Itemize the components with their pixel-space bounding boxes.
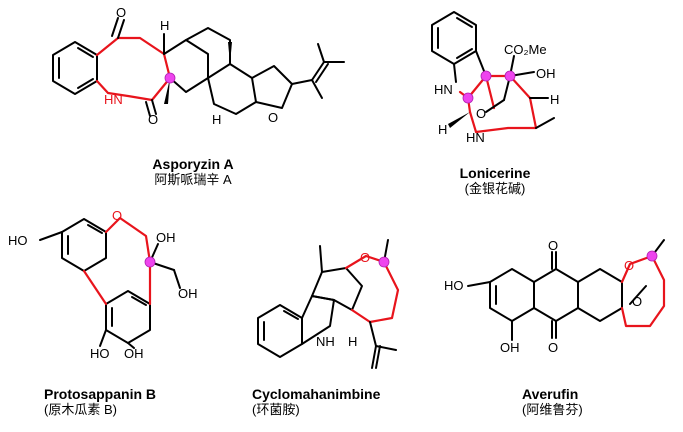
compound-chinese-name: (环菌胺) [252, 402, 300, 417]
lonicerine-hn-label: HN [434, 82, 453, 97]
compound-name: Averufin [522, 386, 579, 402]
compound-name: Protosappanin B [44, 386, 157, 402]
protosappanin-oh3-label: OH [124, 346, 144, 361]
cyclomahanimbine-structure: NH O H [257, 239, 400, 369]
lonicerine-stereocenter-1 [480, 70, 492, 82]
asporyzin-a-structure: O O HN O H H [52, 5, 345, 127]
furan-oxygen-label: O [268, 110, 278, 125]
averufin-quinone-o2-label: O [548, 340, 558, 355]
compound-chinese-name: (阿维鲁芬) [522, 402, 583, 417]
cyclomahanimbine-caption: Cyclomahanimbine (环菌胺) [252, 386, 412, 418]
protosappanin-oh2-label: OH [178, 286, 198, 301]
averufin-o-label: O [624, 258, 634, 273]
averufin-bridge-o-label: O [632, 294, 642, 309]
averufin-stereocenter-marker [646, 250, 658, 262]
averufin-ho-label: HO [444, 278, 464, 293]
asporyzin-h-label: H [160, 18, 169, 33]
averufin-oh-label: OH [500, 340, 520, 355]
lonicerine-h2-label: H [438, 122, 447, 137]
ketone-oxygen-label: O [116, 5, 126, 20]
lonicerine-o-label: O [476, 106, 486, 121]
protosappanin-ho2-label: HO [90, 346, 110, 361]
cyclomahanimbine-stereocenter-marker [378, 256, 390, 268]
cyclomahanimbine-nh-label: NH [316, 334, 335, 349]
averufin-caption: Averufin (阿维鲁芬) [522, 386, 642, 418]
compound-name: Cyclomahanimbine [252, 386, 381, 402]
lonicerine-structure: HN O HN CO₂Me OH H H [431, 11, 559, 145]
compound-name: Lonicerine [459, 165, 531, 181]
lonicerine-caption: Lonicerine (金银花碱) [430, 165, 560, 197]
compound-name: Asporyzin A [152, 156, 234, 172]
protosappanin-stereocenter-marker [144, 256, 156, 268]
protosappanin-b-structure: HO O OH OH HO OH [8, 208, 198, 361]
asporyzin-h-lower-label: H [212, 112, 221, 127]
protosappanin-ether-o-label: O [112, 208, 122, 223]
asporyzin-a-caption: Asporyzin A 阿斯哌瑞辛 A [118, 156, 268, 188]
compound-chinese-name: (金银花碱) [464, 181, 526, 196]
lonicerine-ester-label: CO₂Me [504, 42, 547, 57]
lonicerine-stereocenter-3 [504, 70, 516, 82]
cyclomahanimbine-h-label: H [348, 334, 357, 349]
asporyzin-stereocenter-marker [164, 72, 176, 84]
compound-chinese-name: 阿斯哌瑞辛 A [154, 172, 232, 187]
protosappanin-oh1-label: OH [156, 230, 176, 245]
lonicerine-h-label: H [550, 92, 559, 107]
lonicerine-oh-label: OH [536, 66, 556, 81]
averufin-structure: HO OH O O O O [444, 238, 666, 355]
averufin-quinone-o1-label: O [548, 238, 558, 253]
amide-oxygen-label: O [148, 112, 158, 127]
lonicerine-stereocenter-2 [462, 92, 474, 104]
protosappanin-b-caption: Protosappanin B (原木瓜素 B) [44, 386, 204, 418]
cyclomahanimbine-o-label: O [360, 250, 370, 265]
lonicerine-n-label: HN [466, 130, 485, 145]
compound-chinese-name: (原木瓜素 B) [44, 402, 117, 417]
amide-nh-label: HN [104, 92, 123, 107]
protosappanin-ho-label: HO [8, 233, 28, 248]
